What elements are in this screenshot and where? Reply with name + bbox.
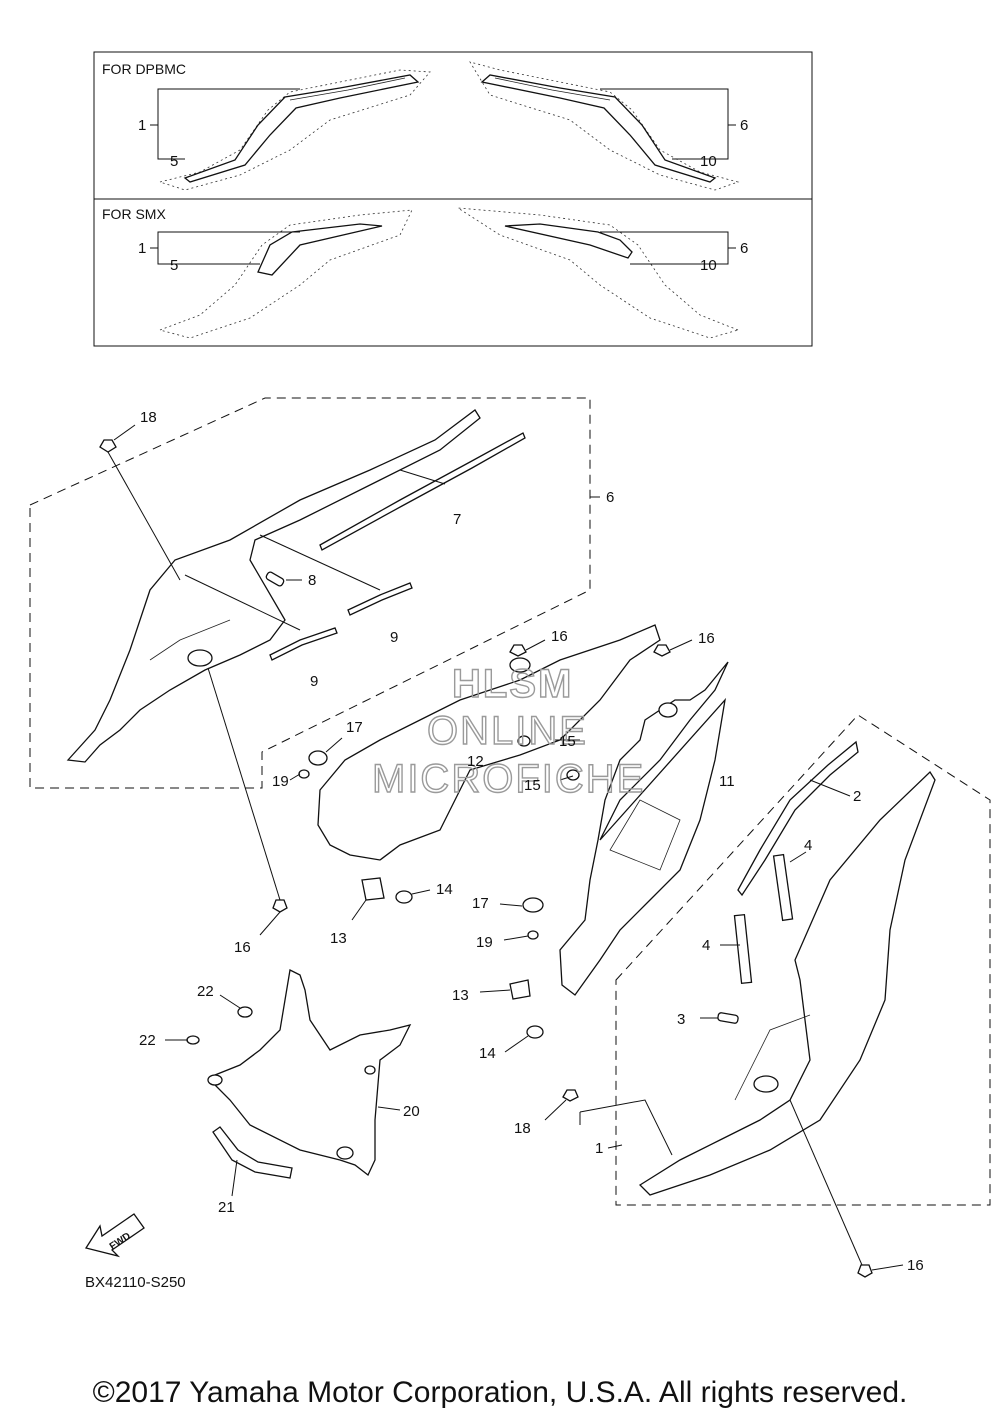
callout: 22 [197,983,214,1000]
svg-text:ONLINE: ONLINE [427,709,588,753]
callout: 20 [403,1103,420,1120]
callout: 10 [700,153,717,170]
callout: 8 [308,572,316,589]
callout: 10 [700,257,717,274]
callout: 13 [330,930,347,947]
callout: 6 [606,489,614,506]
callout: 4 [702,937,710,954]
callout: 1 [138,117,146,134]
callout: 21 [218,1199,235,1216]
watermark: HLSM ONLINE MICROFICHE [371,661,645,801]
callout: 12 [467,753,484,770]
fwd-arrow-icon: FWD [84,1213,145,1258]
svg-text:MICROFICHE: MICROFICHE [372,757,645,801]
callout: 18 [514,1120,531,1137]
inset-box [93,51,813,347]
callout: 16 [698,630,715,647]
inset-panel-smx: FOR SMX 1 5 6 10 [102,206,748,339]
callout: 9 [390,629,398,646]
callout: 19 [476,934,493,951]
callout: 6 [740,117,748,134]
callout: 15 [559,733,576,750]
callout: 17 [472,895,489,912]
callout: 19 [272,773,289,790]
callout: 1 [595,1140,603,1157]
callout: 17 [346,719,363,736]
diagram-code: BX42110-S250 [85,1274,186,1291]
callout-labels: 18 6 7 8 9 9 16 16 17 12 15 15 11 2 19 4… [139,409,924,1274]
callout: 16 [234,939,251,956]
callout: 11 [719,773,735,790]
inset-panel-dpbmc: FOR DPBMC 1 5 6 10 [102,61,748,191]
callout: 18 [140,409,157,426]
svg-text:HLSM: HLSM [452,662,573,706]
callout: 5 [170,153,178,170]
callout: 7 [453,511,461,528]
inset-header: FOR SMX [102,206,166,222]
copyright-text: ©2017 Yamaha Motor Corporation, U.S.A. A… [92,1376,908,1409]
callout: 5 [170,257,178,274]
callout: 6 [740,240,748,257]
callout: 15 [524,777,541,794]
callout: 1 [138,240,146,257]
callout: 22 [139,1032,156,1049]
callout: 14 [479,1045,496,1062]
callout: 2 [853,788,861,805]
callout: 4 [804,837,812,854]
exploded-view: HLSM ONLINE MICROFICHE 18 6 7 8 9 9 16 1… [29,397,991,1291]
callout: 3 [677,1011,685,1028]
callout: 16 [907,1257,924,1274]
callout: 9 [310,673,318,690]
callout: 16 [551,628,568,645]
callout: 14 [436,881,453,898]
inset-header: FOR DPBMC [102,61,186,77]
callout: 13 [452,987,469,1004]
